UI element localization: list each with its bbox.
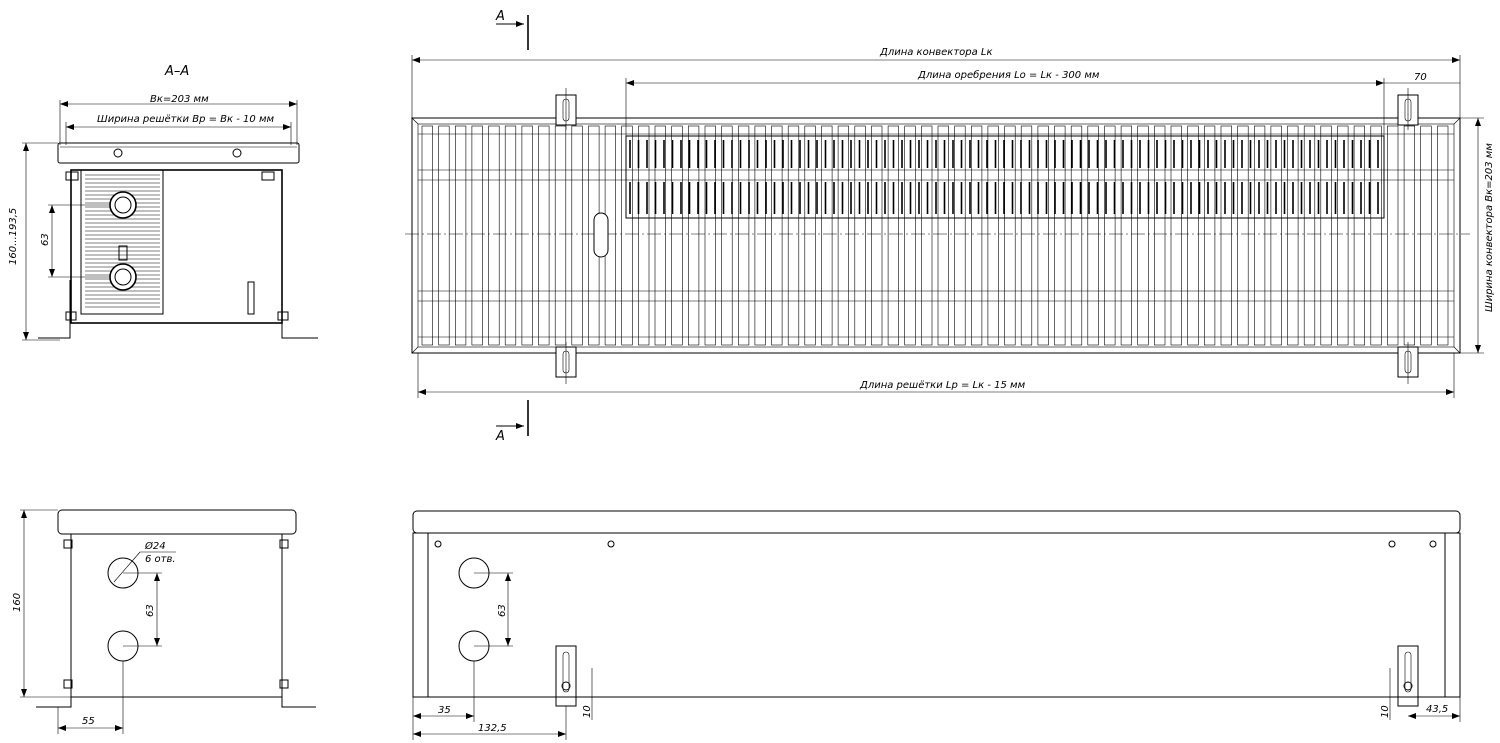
- grille-slat: [504, 125, 517, 346]
- grille-slat: [1220, 125, 1232, 346]
- section-grille-width-label: Ширина решётки Вр = Вк - 10 мм: [97, 114, 274, 125]
- grille-slat: [1270, 125, 1282, 346]
- grille-slat: [1337, 125, 1349, 346]
- section-marker-bottom: A: [495, 429, 505, 444]
- grille-slat: [787, 125, 800, 346]
- grille-slat: [471, 125, 483, 346]
- grille-slat: [1287, 125, 1299, 346]
- grille-slat: [1370, 125, 1382, 346]
- side-offset-label: 55: [82, 716, 95, 727]
- grille-slat: [871, 125, 883, 346]
- grille-slat: [1154, 125, 1166, 346]
- side-height-label: 160: [12, 593, 23, 612]
- section-pipe-spacing-label: 63: [40, 233, 51, 246]
- length-label: Длина конвектора Lк: [879, 47, 993, 58]
- grille-slat: [854, 125, 866, 346]
- grille-slat: [1437, 125, 1449, 346]
- front-offset-43-label: 43,5: [1426, 704, 1448, 715]
- grille-slat: [754, 125, 766, 346]
- grille-slat: [1303, 125, 1316, 346]
- grille-slat: [654, 125, 666, 346]
- section-title: A–A: [164, 64, 189, 79]
- grille-slat: [887, 125, 899, 346]
- grille-slat: [1420, 125, 1432, 346]
- grille-slat: [771, 125, 783, 346]
- grille-slat: [737, 125, 750, 346]
- grille-slat: [1353, 125, 1365, 346]
- grille-slat: [1020, 125, 1033, 346]
- grille-slat: [954, 125, 966, 346]
- grille-slat: [1170, 125, 1182, 346]
- top-view: A A Длина конвектора Lк Длина оребрения …: [405, 9, 1495, 444]
- grille-slat: [1387, 125, 1399, 346]
- grille-slat: [721, 125, 733, 346]
- grille-slat: [987, 125, 999, 346]
- grille-slat: [1320, 125, 1332, 346]
- grille-slat: [454, 125, 467, 346]
- grille-slat: [970, 125, 983, 346]
- grille-slat: [571, 125, 583, 346]
- grille-slat: [1054, 125, 1066, 346]
- fin-block: [629, 140, 1379, 214]
- grille-slat: [554, 125, 567, 346]
- hole-count-label: 6 отв.: [145, 554, 176, 565]
- bracket-label-left: 10: [582, 705, 593, 718]
- grille-slats: [421, 125, 1449, 346]
- grille-slat: [937, 125, 949, 346]
- grille-slat: [904, 125, 916, 346]
- grille-slat: [488, 125, 500, 346]
- bracket-label-right: 10: [1380, 705, 1391, 718]
- grille-slat: [438, 125, 450, 346]
- grille-slat: [1137, 125, 1149, 346]
- front-view: 63 35 132,5 10 10 43,5: [412, 510, 1461, 740]
- grille-slat: [1037, 125, 1049, 346]
- section-marker-top: A: [495, 9, 505, 24]
- grille-slat: [638, 125, 650, 346]
- grille-slat: [804, 125, 816, 346]
- section-height-label: 160...193,5: [8, 208, 19, 265]
- grille-slat: [421, 125, 433, 346]
- side-hole-spacing-label: 63: [145, 604, 156, 617]
- fin-length-label: Длина оребрения Lо = Lк - 300 мм: [917, 69, 1100, 81]
- offset-70-label: 70: [1414, 72, 1427, 83]
- grille-slat: [671, 125, 683, 346]
- grille-slat: [1187, 125, 1199, 346]
- grille-slat: [821, 125, 833, 346]
- section-view: A–A Вк=203 мм Ширина решётки Вр = Вк - 1…: [8, 64, 318, 341]
- grille-slat: [1254, 125, 1266, 346]
- hole-diameter-label: Ø24: [144, 540, 166, 552]
- width-label: Ширина конвектора Вк=203 мм: [1484, 143, 1495, 312]
- grille-slat: [621, 125, 633, 346]
- front-hole-spacing-label: 63: [497, 604, 508, 617]
- grille-slat: [1004, 125, 1016, 346]
- front-offset-132-label: 132,5: [478, 723, 507, 734]
- grille-slat: [521, 125, 533, 346]
- grille-slat: [538, 125, 550, 346]
- grille-slat: [1104, 125, 1116, 346]
- grille-slat: [1120, 125, 1132, 346]
- grille-slat: [687, 125, 700, 346]
- grille-slat: [921, 125, 933, 346]
- grille-slat: [1237, 125, 1249, 346]
- side-view: Ø24 6 отв. 63 160 55: [12, 509, 316, 734]
- grille-slat: [1204, 125, 1216, 346]
- grille-slat: [704, 125, 716, 346]
- grille-slat: [1087, 125, 1099, 346]
- grille-slat: [1403, 125, 1415, 346]
- front-offset-35-label: 35: [438, 705, 451, 716]
- section-width-label: Вк=203 мм: [150, 94, 209, 105]
- grille-slat: [1070, 125, 1083, 346]
- grille-length-label: Длина решётки Lр = Lк - 15 мм: [859, 380, 1026, 391]
- grille-slat: [837, 125, 849, 346]
